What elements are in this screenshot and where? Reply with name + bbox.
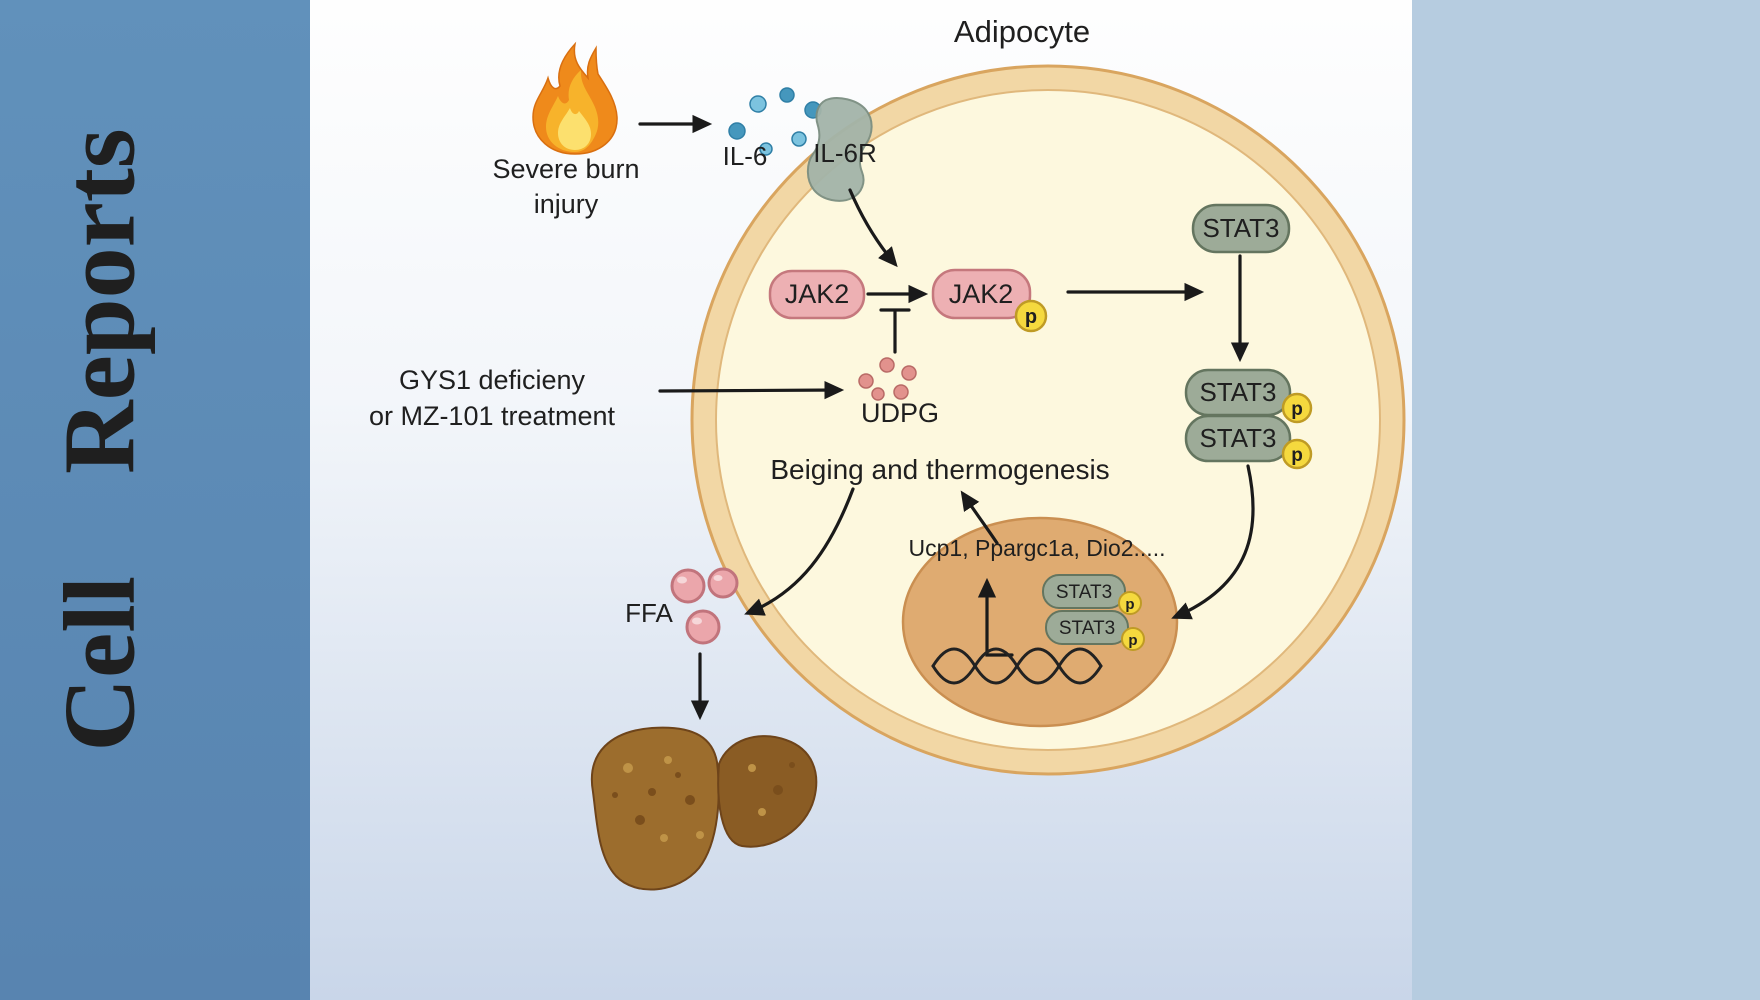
liver-icon (590, 726, 818, 891)
beiging-label: Beiging and thermogenesis (770, 454, 1109, 485)
stat3-phospho-dimer: STAT3 STAT3 p p (1184, 368, 1313, 470)
il6-ligand-dot (791, 131, 807, 147)
journal-sidebar (0, 0, 310, 1000)
phospho-badge (1118, 591, 1142, 615)
phospho-label: p (1291, 445, 1303, 466)
inhibition-udpg-to-jak2 (879, 308, 911, 354)
stat3-label: STAT3 (1199, 377, 1276, 407)
right-margin-background (1412, 0, 1760, 1000)
udpg-dots (858, 357, 917, 401)
udpg-dot (893, 384, 909, 400)
arrow-beiging-to-ffa (744, 487, 855, 616)
stat3-label: STAT3 (1056, 582, 1112, 603)
jak2-phospho-box: JAK2 p (931, 268, 1048, 333)
udpg-dot (879, 357, 895, 373)
udpg-label: UDPG (861, 398, 939, 428)
il6-ligand-dot (779, 87, 795, 103)
udpg-dot (858, 373, 874, 389)
udpg-dot (901, 365, 917, 381)
phospho-badge (1121, 627, 1145, 651)
journal-title: Cell Reports (44, 128, 157, 751)
il6-ligand-dot (749, 95, 767, 113)
flame-icon (532, 41, 618, 155)
il6-label: IL-6 (723, 141, 768, 171)
burn-label-line1: Severe burn (492, 154, 639, 184)
gys1-label-line2: or MZ-101 treatment (369, 401, 616, 431)
phospho-badge (1014, 299, 1048, 333)
liver-spots (612, 756, 795, 842)
stat3-label: STAT3 (1202, 213, 1279, 243)
jak2-label: JAK2 (785, 279, 850, 309)
il6r-label: IL-6R (813, 138, 877, 168)
phospho-label: p (1125, 596, 1134, 613)
ffa-dots (670, 567, 739, 645)
stat3-label: STAT3 (1199, 423, 1276, 453)
phospho-label: p (1128, 632, 1137, 649)
arrow-transcription (977, 577, 1014, 657)
phospho-badge (1281, 438, 1313, 470)
arrow-dimer-to-nucleus (1171, 464, 1255, 620)
jak2-box: JAK2 (768, 269, 866, 320)
phospho-label: p (1025, 306, 1037, 328)
phospho-badge (1281, 392, 1313, 424)
udpg-dot (871, 387, 885, 401)
nucleus (901, 516, 1179, 728)
phospho-label: p (1291, 399, 1303, 420)
ffa-dot (670, 568, 706, 604)
figure-title: Adipocyte (954, 14, 1090, 49)
nuclear-stat3-dimer: STAT3 STAT3 p p (1042, 574, 1145, 651)
gys1-label-line1: GYS1 deficieny (399, 365, 586, 395)
arrow-il6r-to-jak2 (848, 188, 898, 268)
il6-ligand-dots (728, 87, 822, 156)
arrow-gys1-to-udpg (658, 380, 845, 400)
burn-label-line2: injury (534, 189, 599, 219)
stat3-box: STAT3 (1191, 203, 1291, 254)
dna-helix-icon (931, 647, 1103, 685)
genes-label: Ucp1, Ppargc1a, Dio2..... (909, 535, 1166, 561)
il6-ligand-dot (728, 122, 746, 140)
il6-ligand-dot (759, 142, 773, 156)
stat3-label: STAT3 (1059, 618, 1115, 639)
ffa-dot (685, 609, 721, 645)
jak2-label: JAK2 (949, 279, 1014, 309)
arrow-genes-to-beiging (960, 490, 999, 545)
ffa-label: FFA (625, 598, 673, 628)
ffa-dot (707, 567, 739, 599)
